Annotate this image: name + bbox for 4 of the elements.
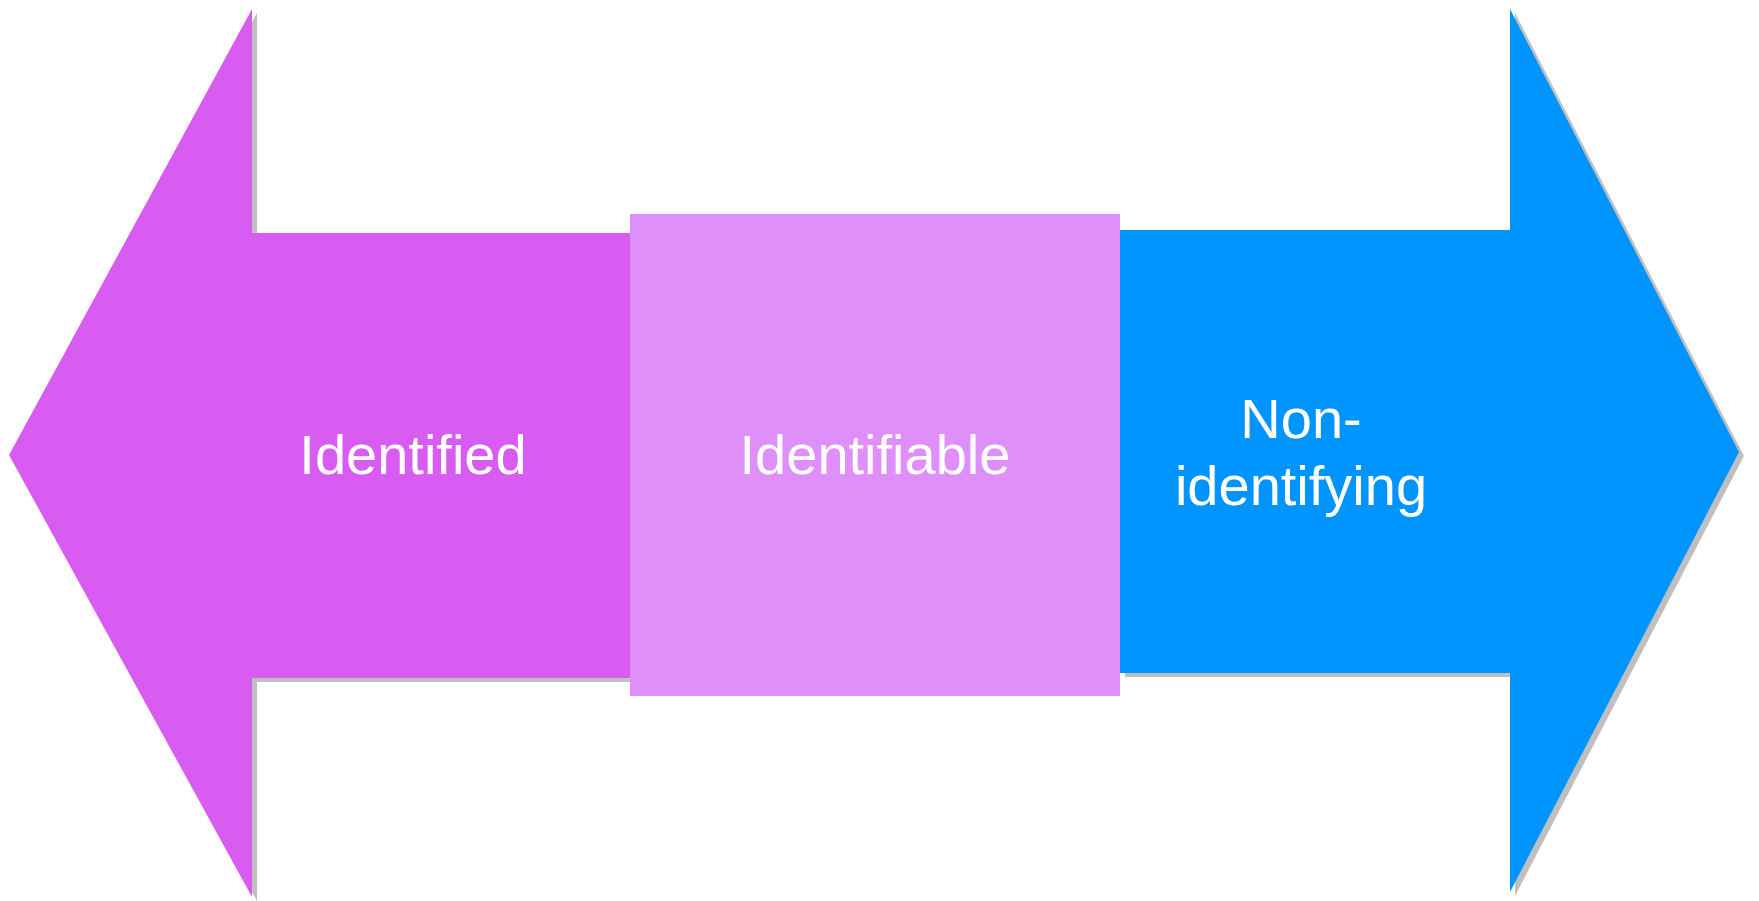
square-box [630,214,1120,696]
shape-label: Non-identifying [1173,385,1429,519]
shape-label: Identifiable [738,422,1012,489]
shape-label: Identified [298,422,528,489]
